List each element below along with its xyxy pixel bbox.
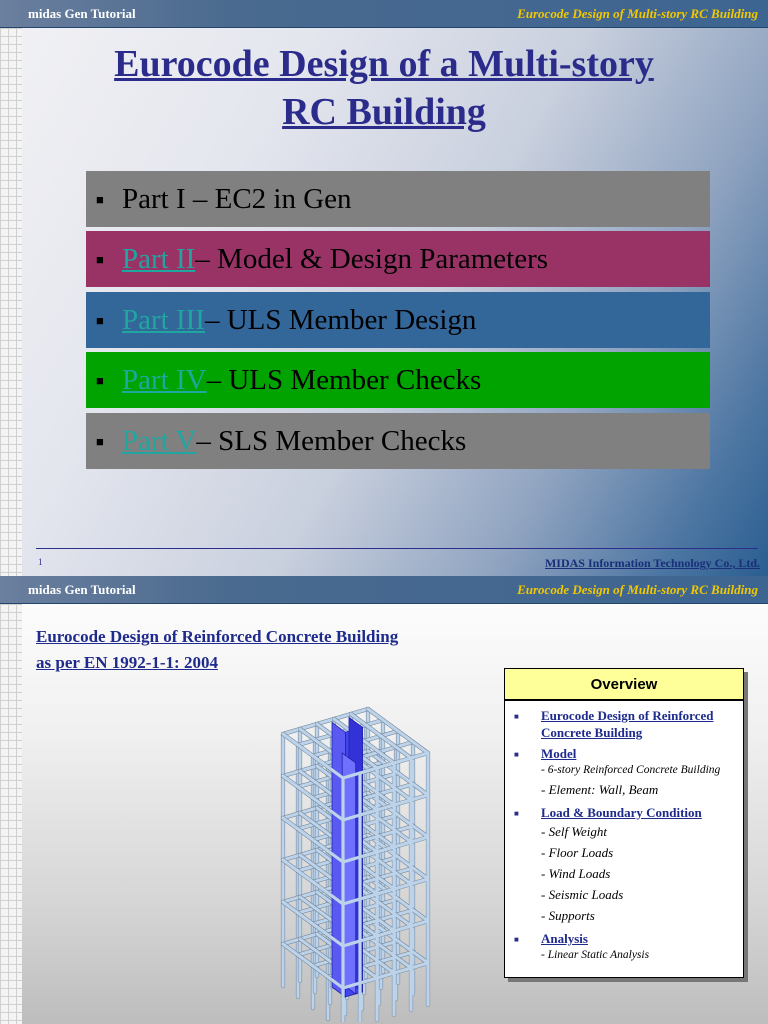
overview-heading: Overview	[505, 669, 743, 701]
overview-item-eurocode: ■ Eurocode Design of Reinforced Concrete…	[505, 707, 743, 741]
beam	[281, 707, 370, 736]
slide-title: Eurocode Design of a Multi-story RC Buil…	[40, 40, 728, 136]
beam	[281, 732, 345, 780]
slide-header: midas Gen Tutorial Eurocode Design of Mu…	[0, 576, 768, 604]
slide-header: midas Gen Tutorial Eurocode Design of Mu…	[0, 0, 768, 28]
bullet-icon: ■	[96, 372, 104, 388]
slide-title-line-2: as per EN 1992-1-1: 2004	[36, 653, 218, 672]
part-row-4[interactable]: ■ Part IV – ULS Member Checks	[86, 352, 710, 408]
slide-title-line-1: Eurocode Design of Reinforced Concrete B…	[36, 627, 399, 646]
header-title: midas Gen Tutorial	[28, 582, 136, 597]
beam	[341, 793, 430, 822]
bullet-icon: ■	[514, 712, 519, 721]
part-link[interactable]: Part II	[122, 242, 196, 275]
beam	[281, 900, 345, 948]
overview-detail: - Seismic Loads	[541, 887, 624, 902]
bullet-icon: ■	[96, 433, 104, 449]
slide-title-line-1: Eurocode Design of a Multi-story	[114, 43, 654, 85]
bullet-icon: ■	[96, 191, 104, 207]
overview-detail: - Wind Loads	[541, 866, 611, 881]
header-subtitle: Eurocode Design of Multi-story RC Buildi…	[517, 582, 758, 597]
slide-title: Eurocode Design of Reinforced Concrete B…	[36, 624, 506, 676]
overview-item-load: ■ Load & Boundary Condition - Self Weigh…	[505, 804, 743, 926]
overview-detail: - Linear Static Analysis	[541, 949, 650, 961]
part-label: Part I – EC2 in Gen	[122, 182, 352, 215]
beam	[341, 961, 430, 990]
overview-detail: - Supports	[541, 908, 595, 923]
part-label: – ULS Member Checks	[206, 363, 482, 396]
part-row-2[interactable]: ■ Part II – Model & Design Parameters	[86, 231, 710, 287]
bullet-icon: ■	[514, 935, 519, 944]
part-link[interactable]: Part III	[122, 303, 205, 336]
beam	[366, 749, 430, 797]
overview-detail: - Element: Wall, Beam	[541, 782, 659, 797]
footer-divider	[36, 548, 758, 549]
overview-link[interactable]: Analysis	[541, 931, 588, 946]
page-number: 1	[38, 557, 43, 567]
grid-decoration	[0, 28, 22, 576]
grid-decoration	[0, 604, 22, 1024]
beam	[341, 835, 430, 864]
overview-panel: Overview ■ Eurocode Design of Reinforced…	[504, 668, 744, 978]
beam	[341, 877, 430, 906]
beam	[349, 712, 413, 760]
beam	[281, 858, 345, 906]
beam	[341, 919, 430, 948]
part-row-5[interactable]: ■ Part V – SLS Member Checks	[86, 413, 710, 469]
bullet-icon: ■	[96, 251, 104, 267]
beam	[281, 942, 345, 990]
bullet-icon: ■	[96, 312, 104, 328]
part-label: – SLS Member Checks	[196, 424, 467, 457]
overview-link[interactable]: Eurocode Design of Reinforced Concrete B…	[541, 708, 714, 740]
overview-detail: - 6-story Reinforced Concrete Building	[541, 764, 721, 776]
overview-item-analysis: ■ Analysis - Linear Static Analysis	[505, 930, 743, 964]
building-model-figure	[280, 706, 431, 1022]
part-link[interactable]: Part V	[122, 424, 197, 457]
frame-structure	[280, 706, 431, 1022]
bullet-icon: ■	[514, 809, 519, 818]
overview-link[interactable]: Model	[541, 746, 577, 761]
part-row-1[interactable]: ■ Part I – EC2 in Gen	[86, 171, 710, 227]
header-subtitle: Eurocode Design of Multi-story RC Buildi…	[517, 6, 758, 21]
beam	[281, 816, 345, 864]
part-label: – Model & Design Parameters	[195, 242, 549, 275]
slide-1: midas Gen Tutorial Eurocode Design of Mu…	[0, 0, 768, 576]
beam	[366, 707, 430, 755]
overview-detail: - Self Weight	[541, 824, 607, 839]
part-row-3[interactable]: ■ Part III – ULS Member Design	[86, 292, 710, 348]
overview-item-model: ■ Model - 6-story Reinforced Concrete Bu…	[505, 745, 743, 800]
beam	[332, 717, 396, 765]
beam	[281, 774, 345, 822]
bullet-icon: ■	[514, 750, 519, 759]
overview-detail: - Floor Loads	[541, 845, 614, 860]
company-name: MIDAS Information Technology Co., Ltd.	[544, 556, 760, 570]
slide-2: midas Gen Tutorial Eurocode Design of Mu…	[0, 576, 768, 1024]
header-title: midas Gen Tutorial	[28, 6, 136, 21]
beam	[341, 751, 430, 780]
part-link[interactable]: Part IV	[122, 363, 207, 396]
overview-link[interactable]: Load & Boundary Condition	[541, 805, 702, 820]
part-label: – ULS Member Design	[204, 303, 477, 336]
slide-title-line-2: RC Building	[282, 91, 486, 133]
